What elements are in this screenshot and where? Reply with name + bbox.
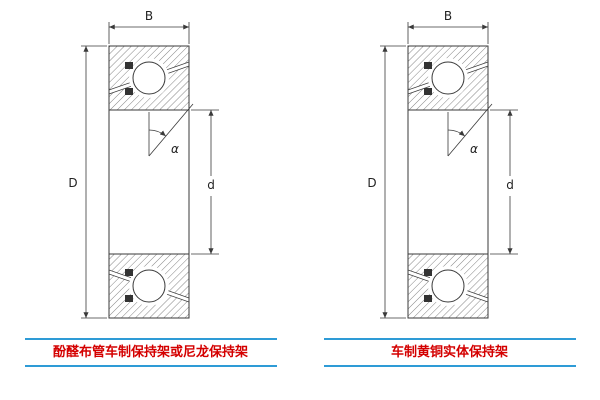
dim-label-width: B	[144, 9, 152, 23]
ball	[132, 61, 165, 95]
dim-label-bore: d	[506, 178, 514, 192]
cage-section	[124, 269, 133, 276]
caption-rule-top	[323, 338, 576, 340]
dim-contact-angle: α	[148, 103, 193, 157]
dim-label-angle: α	[470, 142, 478, 156]
angle-arc	[447, 129, 465, 137]
caption-text-left: 酚醛布管车制保持架或尼龙保持架	[52, 345, 248, 360]
bearing-body	[407, 45, 488, 319]
ball	[431, 61, 464, 95]
bearing-diagram-right: B D d α	[367, 9, 518, 319]
dim-label-angle: α	[171, 142, 179, 156]
bottom-block-outline	[108, 253, 189, 319]
caption-block-left: 酚醛布管车制保持架或尼龙保持架	[24, 338, 277, 367]
cage-section	[423, 62, 432, 69]
cage-section	[423, 295, 432, 302]
contact-line	[447, 103, 492, 157]
bottom-block-outline	[407, 253, 488, 319]
caption-text-right: 车制黄铜实体保持架	[390, 345, 508, 360]
ball	[132, 269, 165, 303]
angle-arc	[148, 129, 166, 137]
dim-width: B	[407, 9, 488, 44]
caption-block-right: 车制黄铜实体保持架	[323, 338, 576, 367]
bearing-body	[108, 45, 189, 319]
ball	[431, 269, 464, 303]
cage-section	[124, 62, 133, 69]
caption-rule-bottom	[24, 365, 277, 367]
figures-row: B D d α	[10, 6, 590, 367]
dim-outer-diameter: D	[367, 45, 406, 319]
caption-rule-top	[24, 338, 277, 340]
dim-contact-angle: α	[447, 103, 492, 157]
dim-bore-diameter: d	[489, 109, 518, 255]
cage-section	[423, 269, 432, 276]
cage-section	[423, 88, 432, 95]
dim-label-outer-diameter: D	[68, 176, 77, 190]
top-block-outline	[407, 45, 488, 111]
cage-section	[124, 295, 133, 302]
dim-label-outer-diameter: D	[367, 176, 376, 190]
dim-bore-diameter: d	[190, 109, 219, 255]
figure-right: B D d α 车制	[309, 6, 590, 367]
contact-line	[148, 103, 193, 157]
cage-section	[124, 88, 133, 95]
bearing-diagram-left: B D d α	[68, 9, 219, 319]
dim-width: B	[108, 9, 189, 44]
caption-rule-bottom	[323, 365, 576, 367]
dim-label-width: B	[443, 9, 451, 23]
dim-label-bore: d	[207, 178, 215, 192]
figure-left: B D d α	[10, 6, 291, 367]
top-block-outline	[108, 45, 189, 111]
dim-outer-diameter: D	[68, 45, 107, 319]
